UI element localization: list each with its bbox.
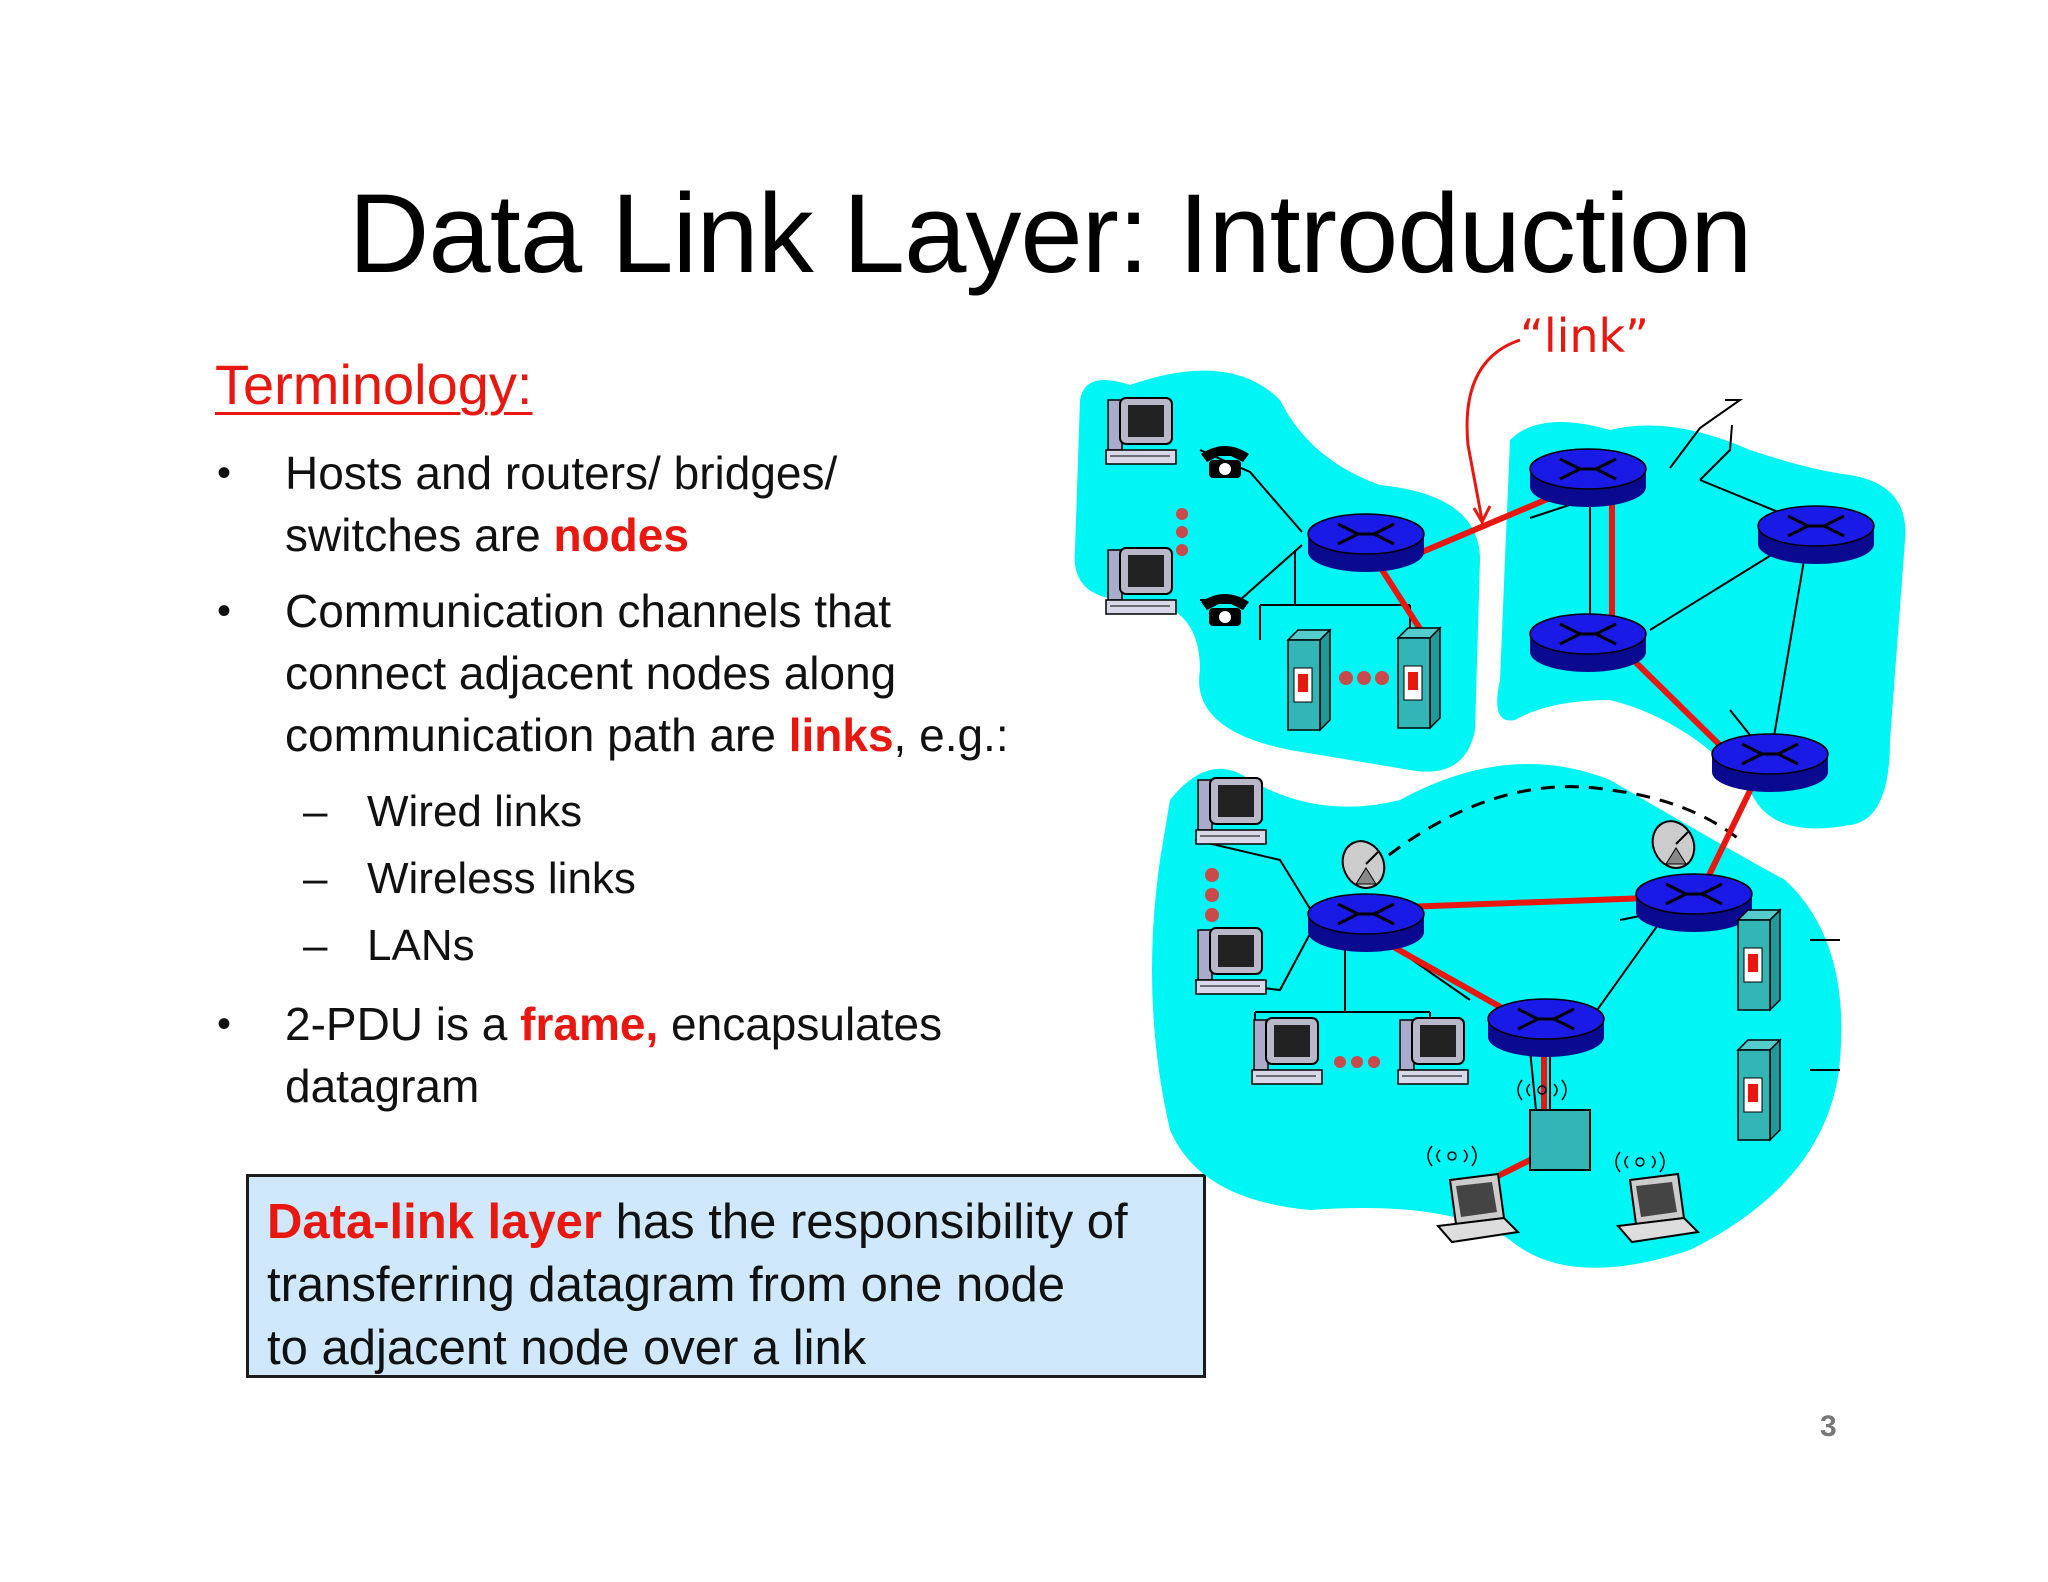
sub-item-lans: –LANs <box>215 912 1065 979</box>
callout-line: Data-link layer has the responsibility o… <box>267 1191 1185 1254</box>
network-diagram: “link” <box>1074 309 1906 1268</box>
bullet-frame: • 2-PDU is a frame, encapsulates datagra… <box>215 993 1065 1117</box>
bullet-line: communication path are links, e.g.: <box>285 704 1065 766</box>
sub-item-label: Wireless links <box>367 854 636 903</box>
terminology-heading: Terminology: <box>215 353 533 416</box>
callout-line: to adjacent node over a link <box>267 1321 867 1375</box>
bullet-dot: • <box>217 451 232 495</box>
bullet-links: • Communication channels that connect ad… <box>215 580 1065 766</box>
bullet-text: switches are <box>285 509 554 561</box>
wireless-link <box>1369 785 1741 872</box>
slide-title: Data Link Layer: Introduction <box>348 171 1753 296</box>
bullet-line: switches are nodes <box>285 504 1065 566</box>
server-icon <box>1397 627 1441 729</box>
server-icon <box>1737 1039 1781 1141</box>
bullet-dot: • <box>217 589 232 633</box>
sub-item-label: Wired links <box>367 787 583 836</box>
computer-icon <box>1195 777 1267 845</box>
link-pointer-arrow <box>1465 338 1521 521</box>
router-icon <box>1528 447 1648 509</box>
router-icon <box>1306 892 1426 954</box>
term-nodes: nodes <box>553 509 689 561</box>
bullet-text: , e.g.: <box>893 709 1009 761</box>
page-number: 3 <box>1820 1410 1837 1443</box>
router-icon <box>1710 732 1830 794</box>
server-icon <box>1737 909 1781 1011</box>
router-icon <box>1528 612 1648 674</box>
computer-icon <box>1195 927 1267 995</box>
term-links: links <box>788 709 894 761</box>
bullet-nodes: • Hosts and routers/ bridges/ switches a… <box>215 442 1065 566</box>
bullet-line: connect adjacent nodes along <box>285 647 897 699</box>
bullet-dot: • <box>217 1002 232 1046</box>
sub-item-wired: –Wired links <box>215 778 1065 845</box>
bullet-line: Communication channels that <box>285 585 891 637</box>
computer-icon <box>1105 397 1177 465</box>
ellipsis-dots <box>1334 1056 1380 1068</box>
bullet-line: Hosts and routers/ bridges/ <box>285 447 838 499</box>
server-icon <box>1287 629 1331 731</box>
definition-callout: Data-link layer has the responsibility o… <box>246 1174 1206 1378</box>
dash: – <box>303 787 328 836</box>
sub-item-wireless: –Wireless links <box>215 845 1065 912</box>
bullet-text: 2-PDU is a <box>285 998 521 1050</box>
term-frame: frame, <box>520 998 659 1050</box>
callout-term: Data-link layer <box>267 1195 602 1249</box>
sub-item-label: LANs <box>367 921 475 970</box>
bullet-line: datagram <box>285 1060 480 1112</box>
router-icon <box>1486 997 1606 1059</box>
ellipsis-dots <box>1339 671 1389 685</box>
ellipsis-dots <box>1205 868 1219 922</box>
arrow-head <box>1472 505 1492 526</box>
computer-icon <box>1105 547 1177 615</box>
router-icon <box>1306 512 1426 574</box>
bullet-list: • Hosts and routers/ bridges/ switches a… <box>215 442 1065 1131</box>
router-icon <box>1634 872 1754 934</box>
bullet-line: 2-PDU is a frame, encapsulates <box>285 993 1065 1055</box>
callout-text: has the responsibility of <box>602 1195 1128 1249</box>
computer-icon <box>1397 1017 1469 1085</box>
dash: – <box>303 854 328 903</box>
computer-icon <box>1251 1017 1323 1085</box>
link-label: “link” <box>1520 309 1649 363</box>
dash: – <box>303 921 328 970</box>
callout-line: transferring datagram from one node <box>267 1258 1066 1312</box>
access-network-cloud-top-left <box>1074 370 1480 772</box>
ellipsis-dots <box>1176 508 1188 556</box>
bullet-text: encapsulates <box>658 998 943 1050</box>
access-point-icon <box>1529 1109 1591 1171</box>
router-icon <box>1756 504 1876 566</box>
bullet-text: communication path are <box>285 709 789 761</box>
link-types-list: –Wired links –Wireless links –LANs <box>215 778 1065 979</box>
